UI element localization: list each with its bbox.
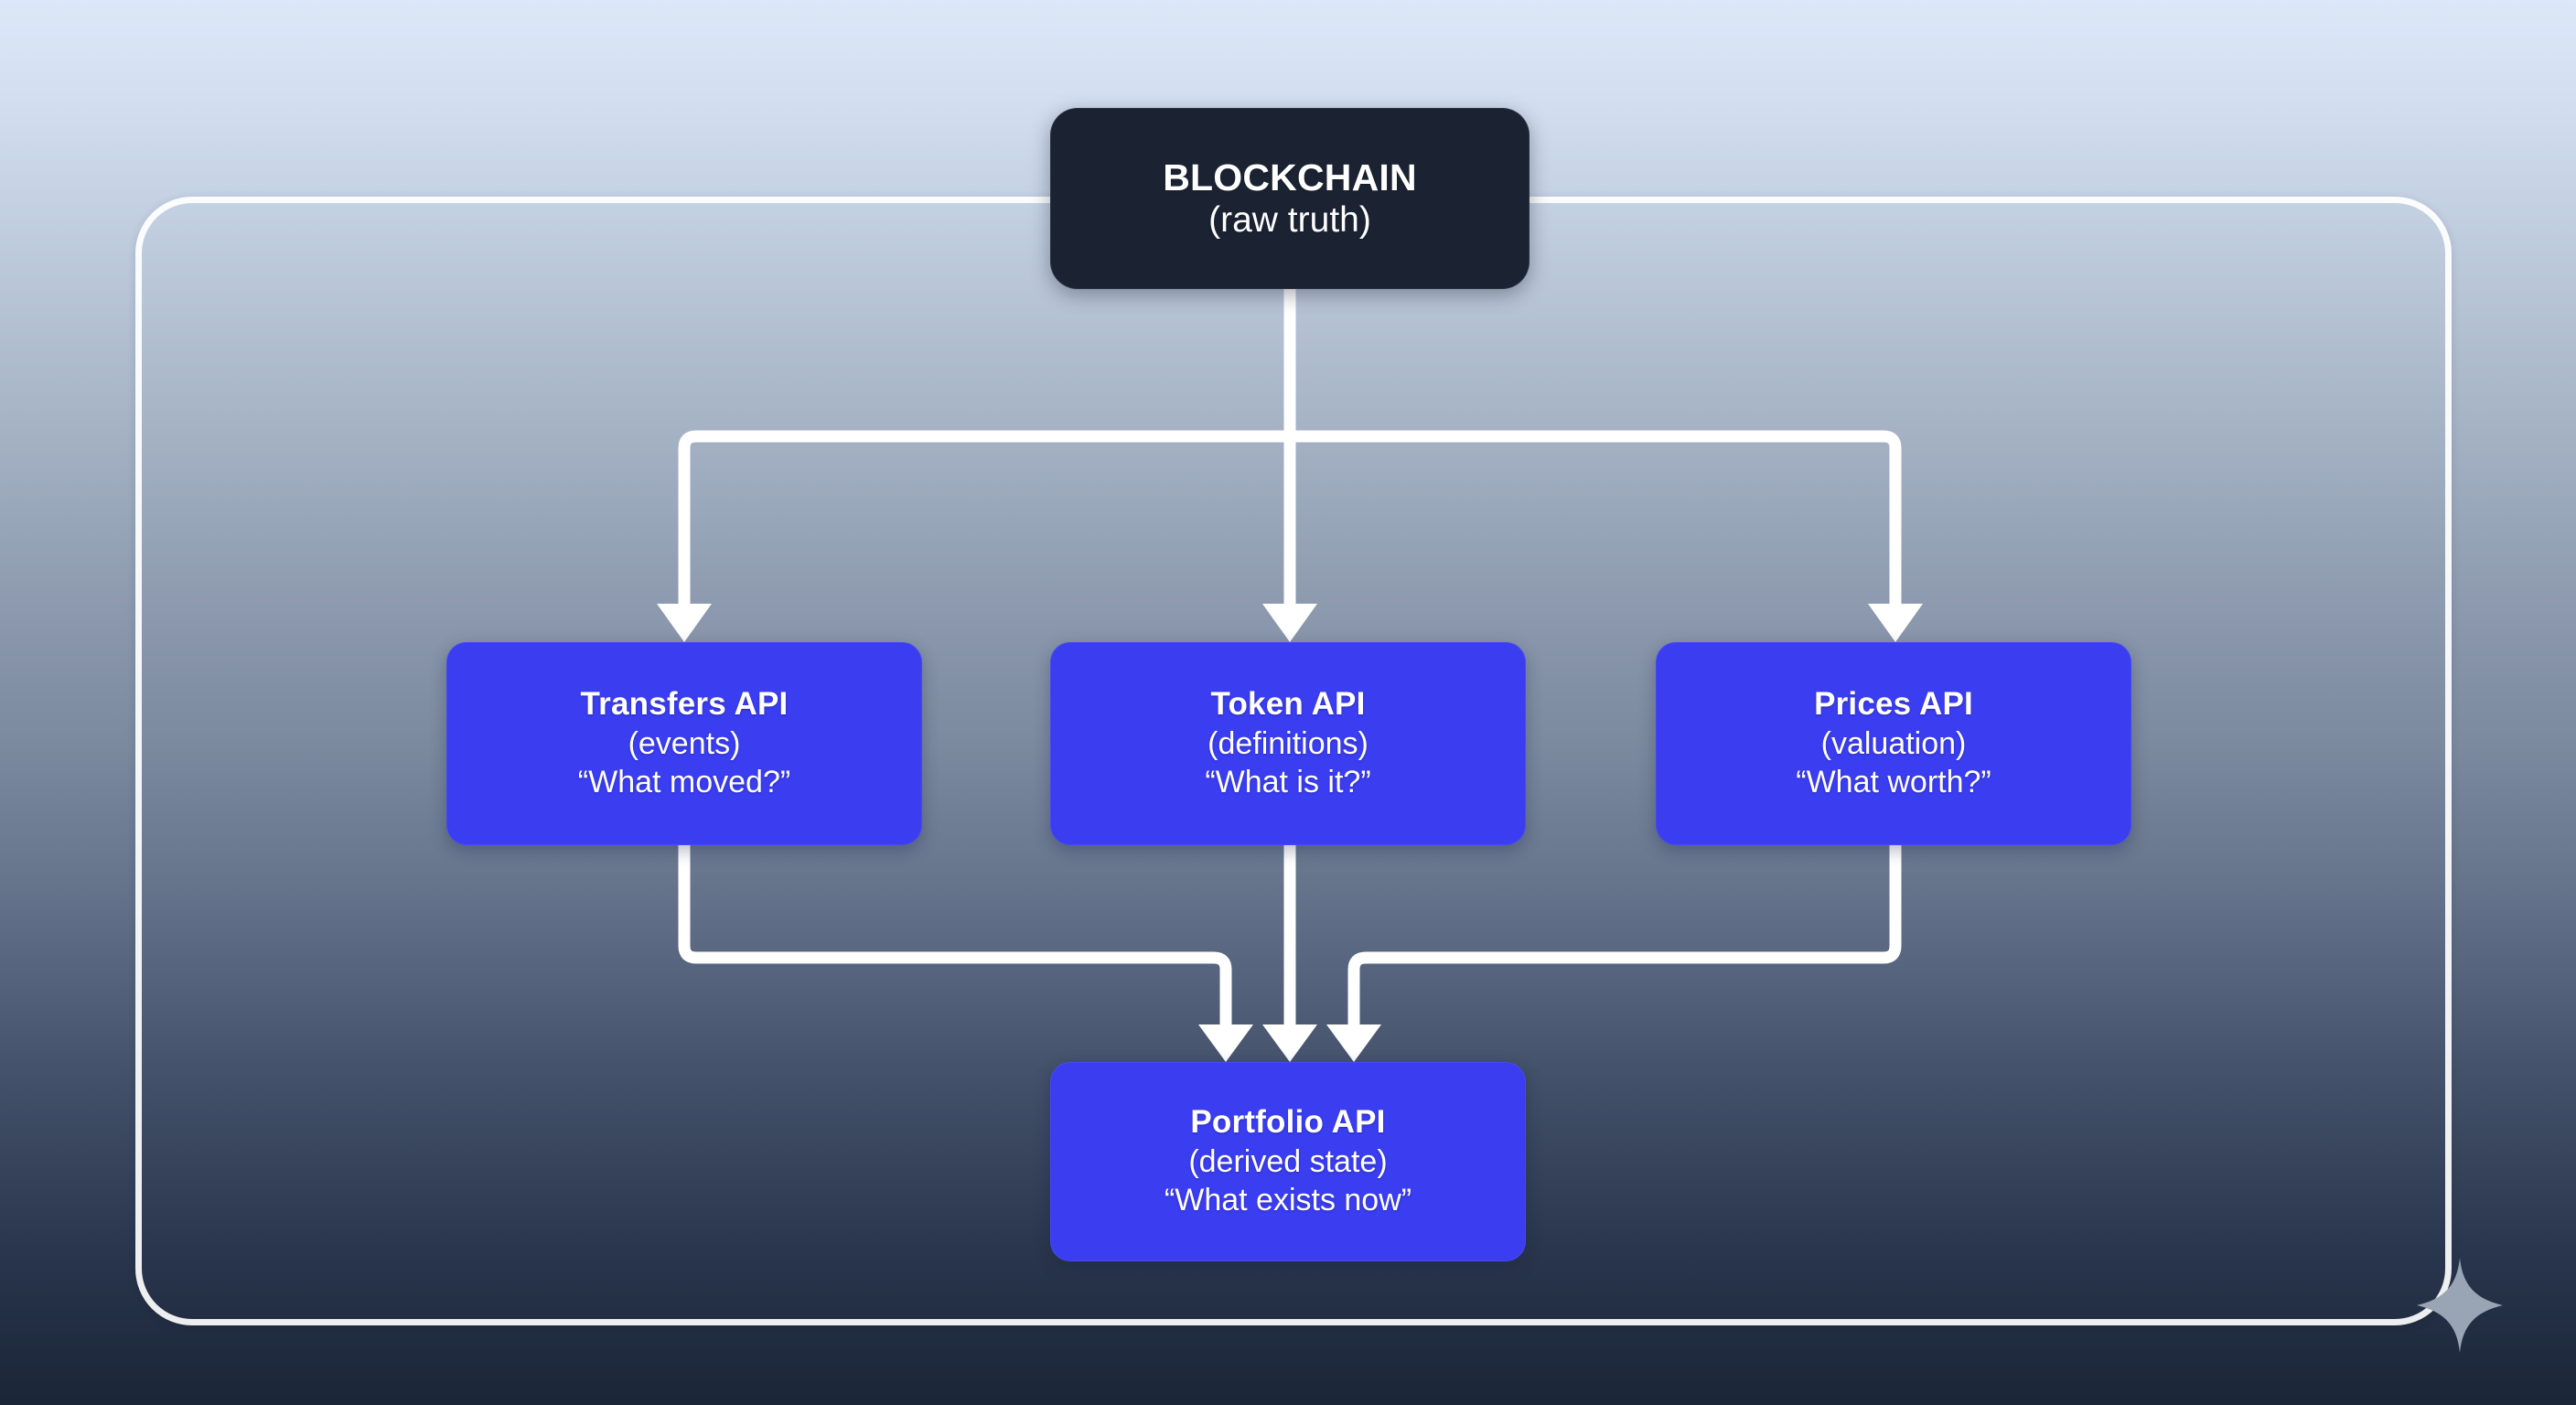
node-transfers-api-question: “What moved?” xyxy=(577,764,791,799)
node-transfers-api-subtitle: (events) xyxy=(628,726,741,762)
node-token-api-subtitle: (definitions) xyxy=(1208,726,1368,762)
node-transfers-api-title: Transfers API xyxy=(580,685,789,722)
node-prices-api[interactable]: Prices API (valuation) “What worth?” xyxy=(1656,642,2131,845)
node-prices-api-question: “What worth?” xyxy=(1796,764,1991,799)
node-prices-api-title: Prices API xyxy=(1814,685,1973,722)
node-transfers-api[interactable]: Transfers API (events) “What moved?” xyxy=(446,642,922,845)
node-token-api-question: “What is it?” xyxy=(1205,764,1371,799)
node-blockchain-subtitle: (raw truth) xyxy=(1208,200,1371,241)
node-blockchain[interactable]: BLOCKCHAIN (raw truth) xyxy=(1050,108,1530,289)
node-portfolio-api-title: Portfolio API xyxy=(1190,1103,1386,1140)
node-token-api[interactable]: Token API (definitions) “What is it?” xyxy=(1050,642,1526,845)
sparkle-icon xyxy=(2417,1258,2503,1353)
node-prices-api-subtitle: (valuation) xyxy=(1820,726,1967,762)
node-token-api-title: Token API xyxy=(1210,685,1366,722)
node-portfolio-api[interactable]: Portfolio API (derived state) “What exis… xyxy=(1050,1062,1526,1261)
node-blockchain-title: BLOCKCHAIN xyxy=(1163,156,1417,198)
node-portfolio-api-question: “What exists now” xyxy=(1164,1182,1412,1217)
node-portfolio-api-subtitle: (derived state) xyxy=(1188,1144,1388,1180)
